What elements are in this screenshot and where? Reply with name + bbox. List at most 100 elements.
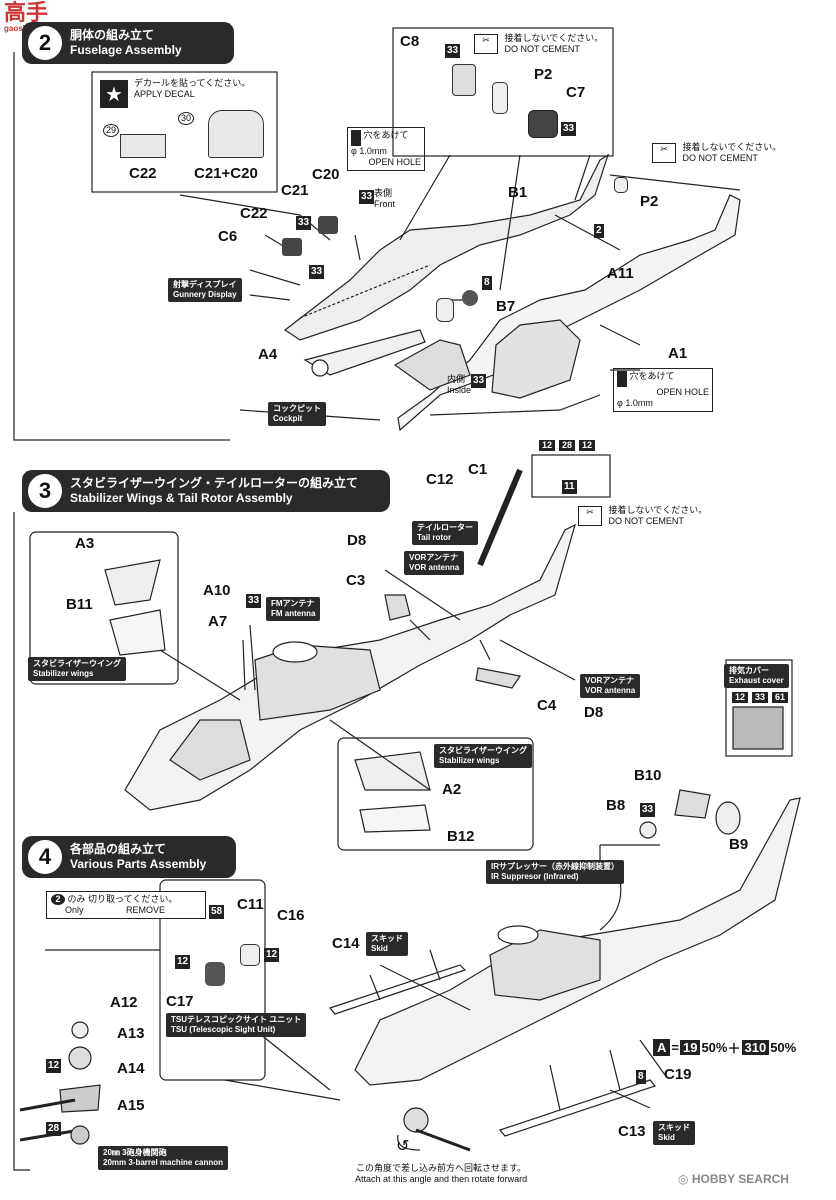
drill-icon <box>351 130 361 146</box>
paint-code-310: 310 <box>741 1040 770 1055</box>
stab-right-en: Stabilizer wings <box>439 756 500 765</box>
dnc-icon-s3: ✂ <box>578 506 602 526</box>
stab-wings-tag-left: スタビライザーウイング Stabilizer wings <box>28 657 126 681</box>
dnc-note-top-en: DO NOT CEMENT <box>504 44 580 54</box>
exhaust-jp: 排気カバー <box>729 666 769 675</box>
code-58: 58 <box>209 905 225 919</box>
part-B1: B1 <box>508 184 528 201</box>
only-remove-note: 2 のみ 切り取ってください。 Only REMOVE <box>46 891 206 919</box>
ir-suppressor-tag: IRサプレッサー（赤外線抑制装置） IR Suppresor (Infrared… <box>486 860 624 884</box>
vor-bottom-en: VOR antenna <box>585 686 636 695</box>
part-B7-shape <box>462 290 478 306</box>
decal-30: 30 <box>178 112 194 125</box>
part-C20: C20 <box>312 166 340 183</box>
tail-rotor-en: Tail rotor <box>417 533 452 542</box>
code-8-c19: 8 <box>636 1070 646 1084</box>
open-hole-2-jp: 穴をあけて <box>629 371 675 381</box>
decal-instruction: デカールを貼ってください。 APPLY DECAL <box>134 78 250 100</box>
paint-plus: ＋ <box>727 1041 741 1056</box>
only-number: 2 <box>51 894 65 905</box>
part-C7: C7 <box>566 84 586 101</box>
dnc-note-right-en: DO NOT CEMENT <box>682 153 758 163</box>
open-hole-2-en: OPEN HOLE <box>656 387 709 397</box>
attach-instruction: この角度で差し込み前方へ回転させます。 Attach at this angle… <box>355 1163 527 1185</box>
hobby-search-brand: ◎ HOBBY SEARCH <box>678 1172 789 1186</box>
dnc-note-s3-en: DO NOT CEMENT <box>608 516 684 526</box>
decal-21-panel <box>208 110 264 158</box>
inside-jp: 内側 <box>447 374 466 384</box>
part-P2-top: P2 <box>534 66 553 83</box>
part-A14: A14 <box>117 1060 145 1077</box>
brand-icon: ◎ <box>678 1172 689 1186</box>
code-28-cannon: 28 <box>46 1122 62 1136</box>
part-C11: C11 <box>237 896 264 913</box>
remove-jp: 切り取ってください。 <box>88 894 178 904</box>
stab-left-en: Stabilizer wings <box>33 669 94 678</box>
paint-code-19: 19 <box>679 1040 701 1055</box>
code-33-b8: 33 <box>640 803 656 817</box>
part-A15: A15 <box>117 1097 145 1114</box>
dnc-note-s3: ✂ 接着しないでください。 DO NOT CEMENT <box>578 505 707 527</box>
part-D8-bottom: D8 <box>584 704 604 721</box>
section-2-title-en: Fuselage Assembly <box>70 43 182 57</box>
stab-right-jp: スタビライザーウイング <box>439 746 527 755</box>
svg-text:★: ★ <box>105 82 123 106</box>
part-C20-shape <box>318 216 338 234</box>
part-B7: B7 <box>496 298 516 315</box>
section-3-number: 3 <box>28 474 62 508</box>
dnc-note-right-jp: 接着しないでください。 <box>682 142 782 152</box>
dnc-note-s3-jp: 接着しないでください。 <box>608 505 708 515</box>
tsu-en: TSU (Telescopic Sight Unit) <box>171 1025 276 1034</box>
open-hole-1-dia: φ 1.0mm <box>351 146 387 156</box>
tail-rotor-jp: テイルローター <box>417 523 473 532</box>
only-en: Only <box>65 905 84 915</box>
decal-22-panel <box>120 134 166 158</box>
paint-percent-1: 50% <box>701 1040 728 1055</box>
exhaust-codes: 12 33 61 <box>731 692 789 703</box>
section-4-title-en: Various Parts Assembly <box>70 857 207 871</box>
code-33-a10: 33 <box>246 594 262 608</box>
part-C14: C14 <box>332 935 360 952</box>
vor-top-en: VOR antenna <box>409 563 460 572</box>
ir-en: IR Suppresor (Infrared) <box>491 872 579 881</box>
exh-code-12: 12 <box>732 692 749 703</box>
gunnery-display-jp: 射撃ディスプレイ <box>173 280 237 289</box>
tsu-tag: TSUテレスコピックサイト ユニット TSU (Telescopic Sight… <box>166 1013 307 1037</box>
part-C16-shape <box>240 944 260 966</box>
skid-tag-bottom: スキッド Skid <box>653 1121 695 1145</box>
part-C8-shape <box>452 64 476 96</box>
part-C13: C13 <box>618 1123 646 1140</box>
decal-instruction-jp: デカールを貼ってください。 <box>134 78 251 88</box>
dnc-note-top: ✂ 接着しないでください。 DO NOT CEMENT <box>474 33 603 55</box>
inside-en: Inside <box>447 385 472 395</box>
code-12-a: 12 <box>539 440 556 451</box>
front-note: 表側 Front <box>374 188 395 210</box>
front-note-jp: 表側 <box>374 188 393 198</box>
exhaust-en: Exhaust cover <box>729 676 784 685</box>
decal-instruction-en: APPLY DECAL <box>134 89 195 99</box>
part-A4: A4 <box>258 346 278 363</box>
part-A10: A10 <box>203 582 231 599</box>
section-2-number: 2 <box>28 26 62 60</box>
code-33-c7: 33 <box>561 122 577 136</box>
cannon-jp: 20㎜ 3砲身機関砲 <box>103 1148 167 1157</box>
part-A7: A7 <box>208 613 228 630</box>
dnc-icon: ✂ <box>474 34 498 54</box>
part-C22: C22 <box>240 205 268 222</box>
code-33-c20: 33 <box>359 190 375 204</box>
open-hole-note-1: 穴をあけて φ 1.0mm OPEN HOLE <box>347 127 425 171</box>
part-C17-shape <box>205 962 225 986</box>
cannon-tag: 20㎜ 3砲身機関砲 20mm 3-barrel machine cannon <box>98 1146 229 1170</box>
exhaust-cover-tag: 排気カバー Exhaust cover <box>724 664 789 688</box>
part-cylinder-shape <box>436 298 454 322</box>
part-P2-shape <box>492 82 508 114</box>
section-3-header: 3 スタビライザーウイング・テイルローターの組み立て Stabilizer Wi… <box>22 470 390 512</box>
section-3-title-en: Stabilizer Wings & Tail Rotor Assembly <box>70 491 293 505</box>
exh-code-61: 61 <box>772 692 789 703</box>
skid-bottom-jp: スキッド <box>658 1123 690 1132</box>
only-jp: のみ <box>67 894 86 904</box>
section-4-number: 4 <box>28 840 62 874</box>
remove-en: REMOVE <box>126 905 166 915</box>
part-D8-top: D8 <box>347 532 367 549</box>
open-hole-1-jp: 穴をあけて <box>363 130 409 140</box>
